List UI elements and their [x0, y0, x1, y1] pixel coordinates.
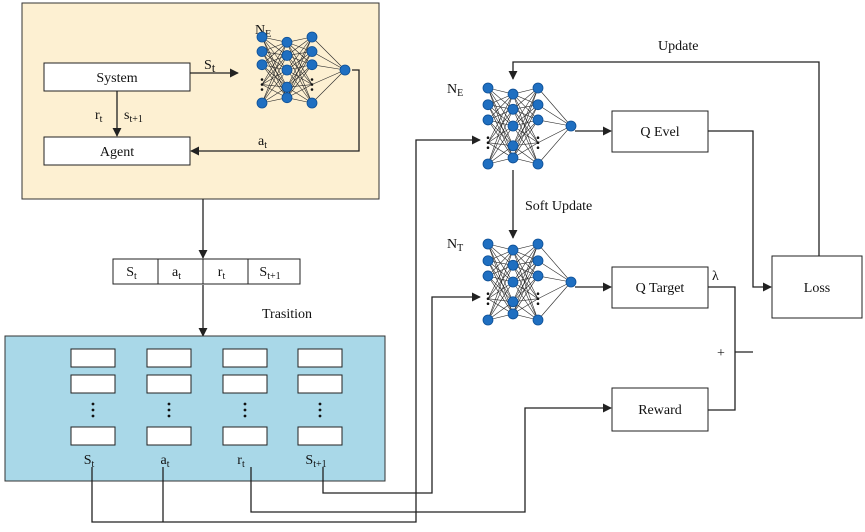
agent-panel: [21, 2, 380, 200]
reward-rt-label: rt: [95, 108, 103, 125]
buffer-slot: [146, 426, 192, 446]
buffer-title: Trasition: [262, 307, 312, 322]
buffer-column-label: St+1: [305, 453, 326, 470]
agent-box: [43, 136, 191, 166]
soft-update-label: Soft Update: [525, 199, 592, 214]
plus-label: +: [717, 346, 725, 361]
buffer-slot: [146, 374, 192, 394]
eval-net-node: [507, 140, 519, 152]
eval-neural-network: [482, 82, 577, 170]
eval-net-node: [507, 88, 519, 100]
q-target-box: [611, 266, 709, 309]
loss-label: Loss: [804, 281, 830, 296]
agent-net-node: [306, 97, 318, 109]
agent-network-label: NE: [255, 23, 271, 40]
tuple-cell: [247, 258, 301, 285]
agent-net-node: [306, 31, 318, 43]
target-net-node: [532, 270, 544, 282]
target-net-node: [482, 255, 494, 267]
eval-net-node: [507, 103, 519, 115]
agent-net-node: [281, 64, 293, 76]
eval-network-label: NE: [447, 82, 463, 99]
tuple-cell: [202, 258, 249, 285]
target-net-node: [532, 238, 544, 250]
agent-net-node: [281, 50, 293, 61]
tuple-cell-label: St: [126, 265, 137, 282]
tuple-cell-label: rt: [218, 265, 226, 282]
target-net-node: [507, 259, 519, 271]
target-net-node: [482, 238, 494, 250]
target-net-node: [507, 296, 519, 308]
target-net-node: [507, 276, 519, 288]
agent-net-node: [281, 92, 293, 104]
buffer-column-label: St: [84, 453, 95, 470]
agent-net-node: [256, 59, 268, 71]
eval-net-node: [507, 152, 519, 164]
system-label: System: [96, 71, 137, 86]
buffer-slot: [146, 348, 192, 368]
transition-tuple: St at rt St+1: [112, 258, 301, 285]
eval-net-output-node: [565, 120, 577, 132]
target-net-node: [482, 314, 494, 326]
buffer-slot: [297, 426, 343, 446]
tuple-cell: [112, 258, 159, 285]
target-network-label: NT: [447, 237, 463, 254]
eval-net-node: [532, 82, 544, 94]
target-net-node: [507, 244, 519, 256]
buffer-slot: [297, 374, 343, 394]
eval-net-node: [532, 114, 544, 126]
update-label: Update: [658, 39, 698, 54]
buffer-slot: [297, 348, 343, 368]
eval-net-node: [482, 158, 494, 170]
agent-label: Agent: [100, 145, 134, 160]
buffer-slot: [222, 348, 268, 368]
buffer-slot: [222, 374, 268, 394]
eval-net-node: [482, 99, 494, 111]
agent-net-node: [281, 81, 293, 93]
tuple-cell-label: at: [172, 265, 181, 282]
buffer-column-label: rt: [237, 453, 245, 470]
tuple-cell: [157, 258, 204, 285]
agent-net-node: [281, 36, 293, 48]
tuple-cell-label: St+1: [259, 265, 280, 282]
eval-net-node: [532, 99, 544, 111]
q-eval-box: [611, 110, 709, 153]
buffer-columns: St at rt St+1: [70, 348, 343, 470]
target-net-node: [507, 308, 519, 320]
agent-net-node: [256, 46, 268, 57]
q-eval-label: Q Evel: [640, 125, 679, 140]
agent-net-output-node: [339, 64, 351, 76]
lambda-label: λ: [712, 269, 719, 284]
agent-net-node: [306, 59, 318, 71]
q-target-label: Q Target: [636, 281, 685, 296]
eval-net-node: [482, 82, 494, 94]
target-net-node: [482, 270, 494, 282]
agent-neural-network: [256, 31, 351, 109]
action-at-label: at: [258, 134, 267, 151]
agent-net-node: [306, 46, 318, 57]
eval-net-node: [532, 158, 544, 170]
buffer-slot: [70, 426, 116, 446]
target-net-node: [532, 314, 544, 326]
eval-net-node: [482, 114, 494, 126]
target-neural-network: [482, 238, 577, 326]
buffer-slot: [70, 348, 116, 368]
target-net-node: [532, 255, 544, 267]
agent-net-node: [256, 97, 268, 109]
buffer-slot: [70, 374, 116, 394]
buffer-slot: [222, 426, 268, 446]
loss-box: [771, 255, 863, 319]
eval-net-node: [507, 120, 519, 132]
agent-net-node: [256, 31, 268, 43]
target-net-output-node: [565, 276, 577, 288]
buffer-column-label: at: [161, 453, 170, 470]
system-box: [43, 62, 191, 92]
state-st-label: St: [204, 58, 216, 75]
reward-label: Reward: [638, 403, 682, 418]
next-state-label: st+1: [124, 108, 143, 125]
